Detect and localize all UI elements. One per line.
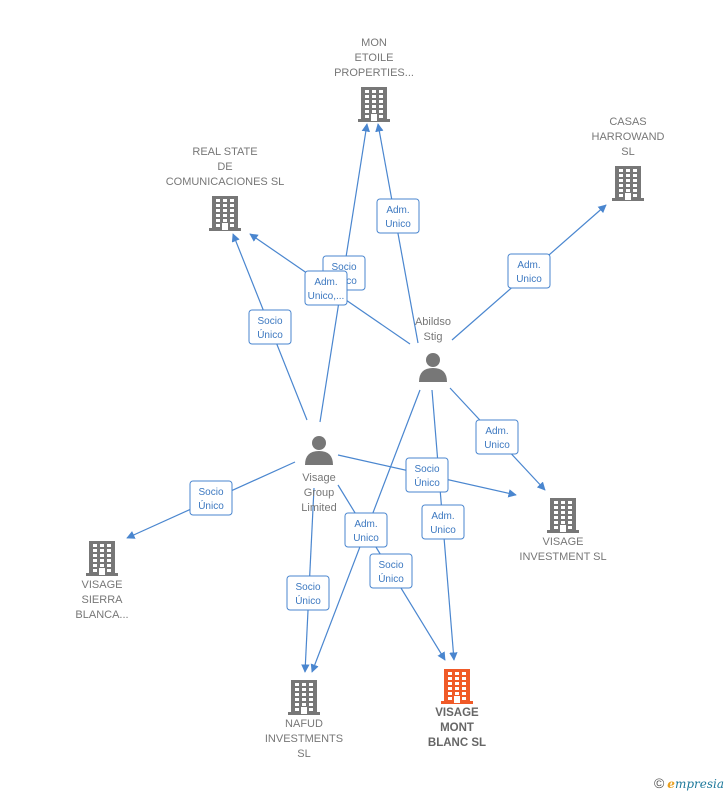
edge-label-text: Único <box>378 572 404 585</box>
edge-label-box <box>344 512 388 548</box>
edge-label-text: Unico,... <box>308 291 345 302</box>
building-icon <box>547 498 579 533</box>
watermark: ©empresia <box>654 775 724 791</box>
node-label: DE <box>217 161 232 173</box>
node-label: BLANCA... <box>75 609 128 621</box>
edge-labels-layer: Adm.UnicoSocioÚnicoAdm.UnicoAdm.Unico,..… <box>189 198 551 611</box>
node-mon[interactable]: MON ETOILE PROPERTIES... <box>334 37 414 122</box>
node-label: Group <box>304 487 335 499</box>
building-icon <box>441 669 473 704</box>
node-label: VISAGE <box>543 536 584 548</box>
edge-label-text: Único <box>295 594 321 607</box>
brand-logo: empresia <box>667 777 724 791</box>
node-label: MONT <box>440 722 474 734</box>
building-icon <box>86 541 118 576</box>
edge-label-box <box>369 553 413 589</box>
node-label: SIERRA <box>82 594 124 606</box>
edges-layer <box>126 123 607 673</box>
edge-label-text: Unico <box>430 525 456 536</box>
node-label: Abildso <box>415 316 451 328</box>
edge-label-text: Único <box>198 499 224 512</box>
building-icon <box>288 680 320 715</box>
edge-label-box <box>421 504 465 540</box>
edge-label-text: Socio <box>257 316 282 327</box>
person-icon <box>419 353 447 382</box>
node-label: CASAS <box>609 116 646 128</box>
building-icon <box>209 196 241 231</box>
node-casas[interactable]: CASAS HARROWAND SL <box>592 116 665 201</box>
edge-label-text: Socio <box>378 560 403 571</box>
node-label: VISAGE <box>435 707 479 719</box>
node-label: REAL STATE <box>192 146 257 158</box>
edge-label-box <box>248 309 292 345</box>
edge-label-text: Único <box>257 328 283 341</box>
edge-label[interactable]: Adm. Unico <box>507 253 551 289</box>
node-label: Visage <box>302 472 335 484</box>
edge-label-text: Socio <box>295 582 320 593</box>
node-label: ETOILE <box>355 52 394 64</box>
edge-label-text: Adm. <box>314 277 337 288</box>
edge-label-text: Unico <box>484 440 510 451</box>
edge-label-box <box>507 253 551 289</box>
edge-label-text: Adm. <box>517 260 540 271</box>
building-icon <box>358 87 390 122</box>
edge-label-text: Socio <box>331 262 356 273</box>
edge-label[interactable]: Adm. Unico <box>376 198 420 234</box>
node-label: INVESTMENT SL <box>519 551 606 563</box>
node-visage-inv[interactable]: VISAGE INVESTMENT SL <box>519 498 607 563</box>
node-label: VISAGE <box>82 579 123 591</box>
node-label: HARROWAND <box>592 131 665 143</box>
edge-label-text: Unico <box>353 533 379 544</box>
node-label: COMUNICACIONES SL <box>166 176 285 188</box>
node-label: BLANC SL <box>428 737 486 749</box>
edge-label-text: Adm. <box>485 426 508 437</box>
edge-label-box <box>475 419 519 455</box>
copyright-icon: © <box>653 775 665 791</box>
node-real[interactable]: REAL STATE DE COMUNICACIONES SL <box>166 146 285 231</box>
edge-label-text: Socio <box>198 487 223 498</box>
nodes-layer: MON ETOILE PROPERTIES... CASAS HARROWAND SL RE… <box>75 37 664 760</box>
edge-label-text: Socio <box>414 464 439 475</box>
edge-label-text: Unico <box>516 274 542 285</box>
edge-label-text: Adm. <box>354 519 377 530</box>
node-visage-mont[interactable]: VISAGE MONT BLANC SL <box>428 669 486 749</box>
node-label: INVESTMENTS <box>265 733 343 745</box>
edge-label[interactable]: Adm. Unico,... <box>304 270 348 306</box>
edge-label[interactable]: Adm. Unico <box>344 512 388 548</box>
node-nafud[interactable]: NAFUD INVESTMENTS SL <box>265 680 343 760</box>
node-label: SL <box>297 748 310 760</box>
edge-label[interactable]: Adm. Unico <box>421 504 465 540</box>
node-visage-sierra[interactable]: VISAGE SIERRA BLANCA... <box>75 541 129 621</box>
edge-label-text: Unico <box>385 219 411 230</box>
edge-label-text: Único <box>414 476 440 489</box>
edge-label-box <box>405 457 449 493</box>
node-label: Stig <box>424 331 443 343</box>
node-label: Limited <box>301 502 336 514</box>
edge-label[interactable]: Adm. Unico <box>475 419 519 455</box>
edge-label-box <box>286 575 330 611</box>
node-label: NAFUD <box>285 718 323 730</box>
node-label: PROPERTIES... <box>334 67 414 79</box>
node-label: MON <box>361 37 387 49</box>
node-label: SL <box>621 146 634 158</box>
edge-label-box <box>304 270 348 306</box>
building-icon <box>612 166 644 201</box>
person-icon <box>305 436 333 465</box>
edge-label-box <box>376 198 420 234</box>
edge-label-text: Adm. <box>431 511 454 522</box>
edge-label-box <box>189 480 233 516</box>
edge-label-text: Adm. <box>386 205 409 216</box>
